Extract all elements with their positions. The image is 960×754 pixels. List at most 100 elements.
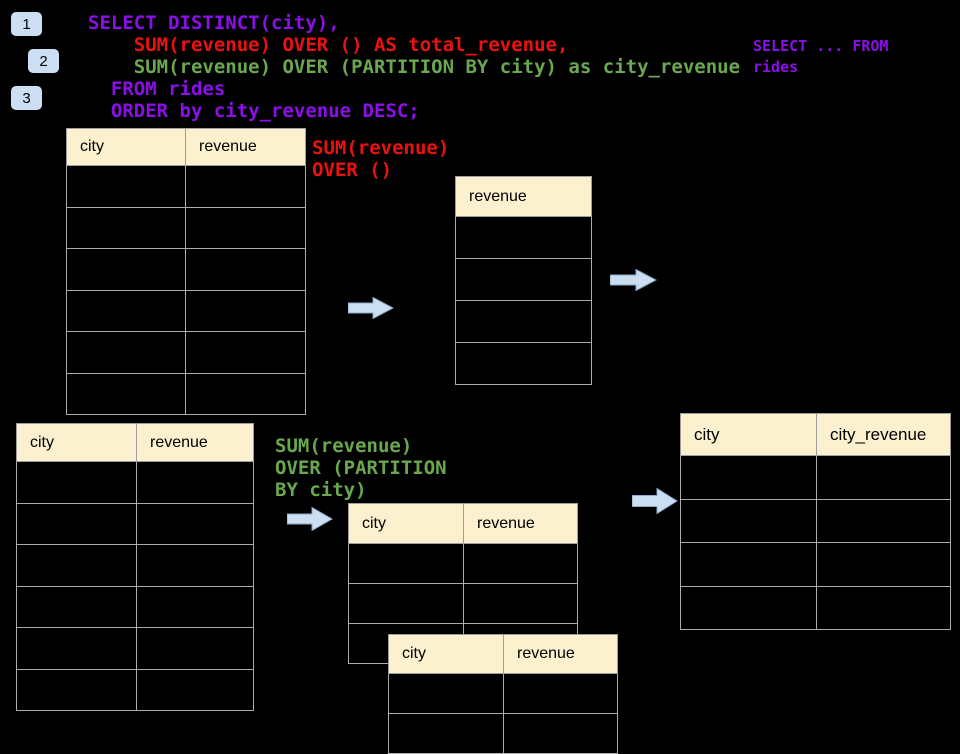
table-cell — [680, 542, 817, 587]
code-line: SUM(revenue) — [312, 137, 450, 159]
table-cell — [816, 585, 951, 630]
table-row — [66, 289, 306, 332]
table-cell — [16, 544, 137, 587]
flow-arrow-icon — [287, 507, 333, 531]
column-header: city — [680, 413, 817, 456]
column-header: city_revenue — [816, 413, 951, 456]
table-row — [680, 585, 951, 630]
code-line: OVER (PARTITION — [275, 457, 447, 479]
code-line: SUM(revenue) OVER () AS total_revenue, — [88, 34, 569, 56]
table-row — [66, 165, 306, 208]
table-cell — [185, 248, 306, 291]
table-cell — [136, 502, 254, 545]
column-header: revenue — [185, 128, 306, 166]
column-header: city — [66, 128, 186, 166]
table-cell — [16, 502, 137, 545]
table-cell — [185, 206, 306, 249]
table-row — [16, 585, 254, 628]
code-line: SELECT DISTINCT(city), — [88, 12, 340, 34]
table-row — [348, 583, 578, 624]
table-cell — [66, 248, 186, 291]
column-header: revenue — [463, 503, 578, 544]
sql-query-code: SELECT DISTINCT(city), SUM(revenue) OVER… — [88, 12, 740, 122]
table-total-revenue-result: revenue — [455, 176, 592, 385]
annotation-sum-over-total: SUM(revenue)OVER () — [312, 137, 449, 181]
table-cell — [185, 289, 306, 332]
step-badge-1: 1 — [11, 12, 42, 36]
table-cell — [348, 583, 464, 624]
table-row — [16, 544, 254, 587]
table-cell — [66, 331, 186, 374]
table-cell — [136, 627, 254, 670]
table-row — [455, 258, 592, 301]
table-cell — [680, 585, 817, 630]
code-line: ORDER by city_revenue DESC; — [88, 100, 420, 122]
table-cell — [816, 455, 951, 500]
table-cell — [503, 673, 618, 714]
table-cell — [455, 216, 592, 259]
code-line: SUM(revenue) — [275, 435, 413, 457]
column-header: revenue — [455, 176, 592, 217]
table-row — [455, 300, 592, 343]
table-cell — [185, 372, 306, 415]
table-row — [680, 455, 951, 500]
flow-arrow-icon — [348, 297, 394, 319]
table-cell — [455, 342, 592, 385]
code-line: OVER () — [312, 159, 393, 181]
table-cell — [185, 331, 306, 374]
table-row — [680, 498, 951, 543]
table-cell — [16, 627, 137, 670]
table-cell — [136, 544, 254, 587]
column-header: city — [348, 503, 464, 544]
code-line: SUM(revenue) OVER (PARTITION BY city) as… — [88, 56, 741, 78]
step-badge-2: 2 — [28, 49, 59, 73]
table-cell — [455, 300, 592, 343]
table-row — [66, 248, 306, 291]
code-line: rides — [753, 58, 799, 76]
column-header: city — [16, 423, 137, 462]
table-cell — [463, 583, 578, 624]
table-cell — [136, 461, 254, 504]
table-row — [455, 342, 592, 385]
slide-canvas: { "colors": { "purple": "#8B10E8", "red"… — [11, 12, 951, 754]
table-cell — [348, 543, 464, 584]
table-cell — [455, 258, 592, 301]
table-cell — [185, 165, 306, 208]
code-line: SELECT ... FROM — [753, 37, 889, 55]
table-cell — [66, 206, 186, 249]
table-cell — [66, 165, 186, 208]
table-row — [680, 542, 951, 587]
table-header-row: revenue — [455, 176, 592, 217]
flow-arrow-icon — [632, 488, 678, 514]
table-cell — [16, 461, 137, 504]
table-cell — [816, 498, 951, 543]
column-header: revenue — [136, 423, 254, 462]
table-cell — [388, 673, 504, 714]
code-line: FROM rides — [88, 78, 226, 100]
table-cell — [463, 543, 578, 584]
table-cell — [136, 585, 254, 628]
table-row — [66, 206, 306, 249]
step-badge-3: 3 — [11, 86, 42, 110]
table-row — [16, 668, 254, 711]
table-row — [16, 627, 254, 670]
table-cell — [16, 668, 137, 711]
table-cell — [66, 372, 186, 415]
table-cell — [680, 498, 817, 543]
table-cell — [136, 668, 254, 711]
table-row — [388, 673, 618, 714]
table-row — [455, 216, 592, 259]
code-line: BY city) — [275, 479, 367, 501]
table-row — [348, 543, 578, 584]
column-header: revenue — [503, 634, 618, 674]
